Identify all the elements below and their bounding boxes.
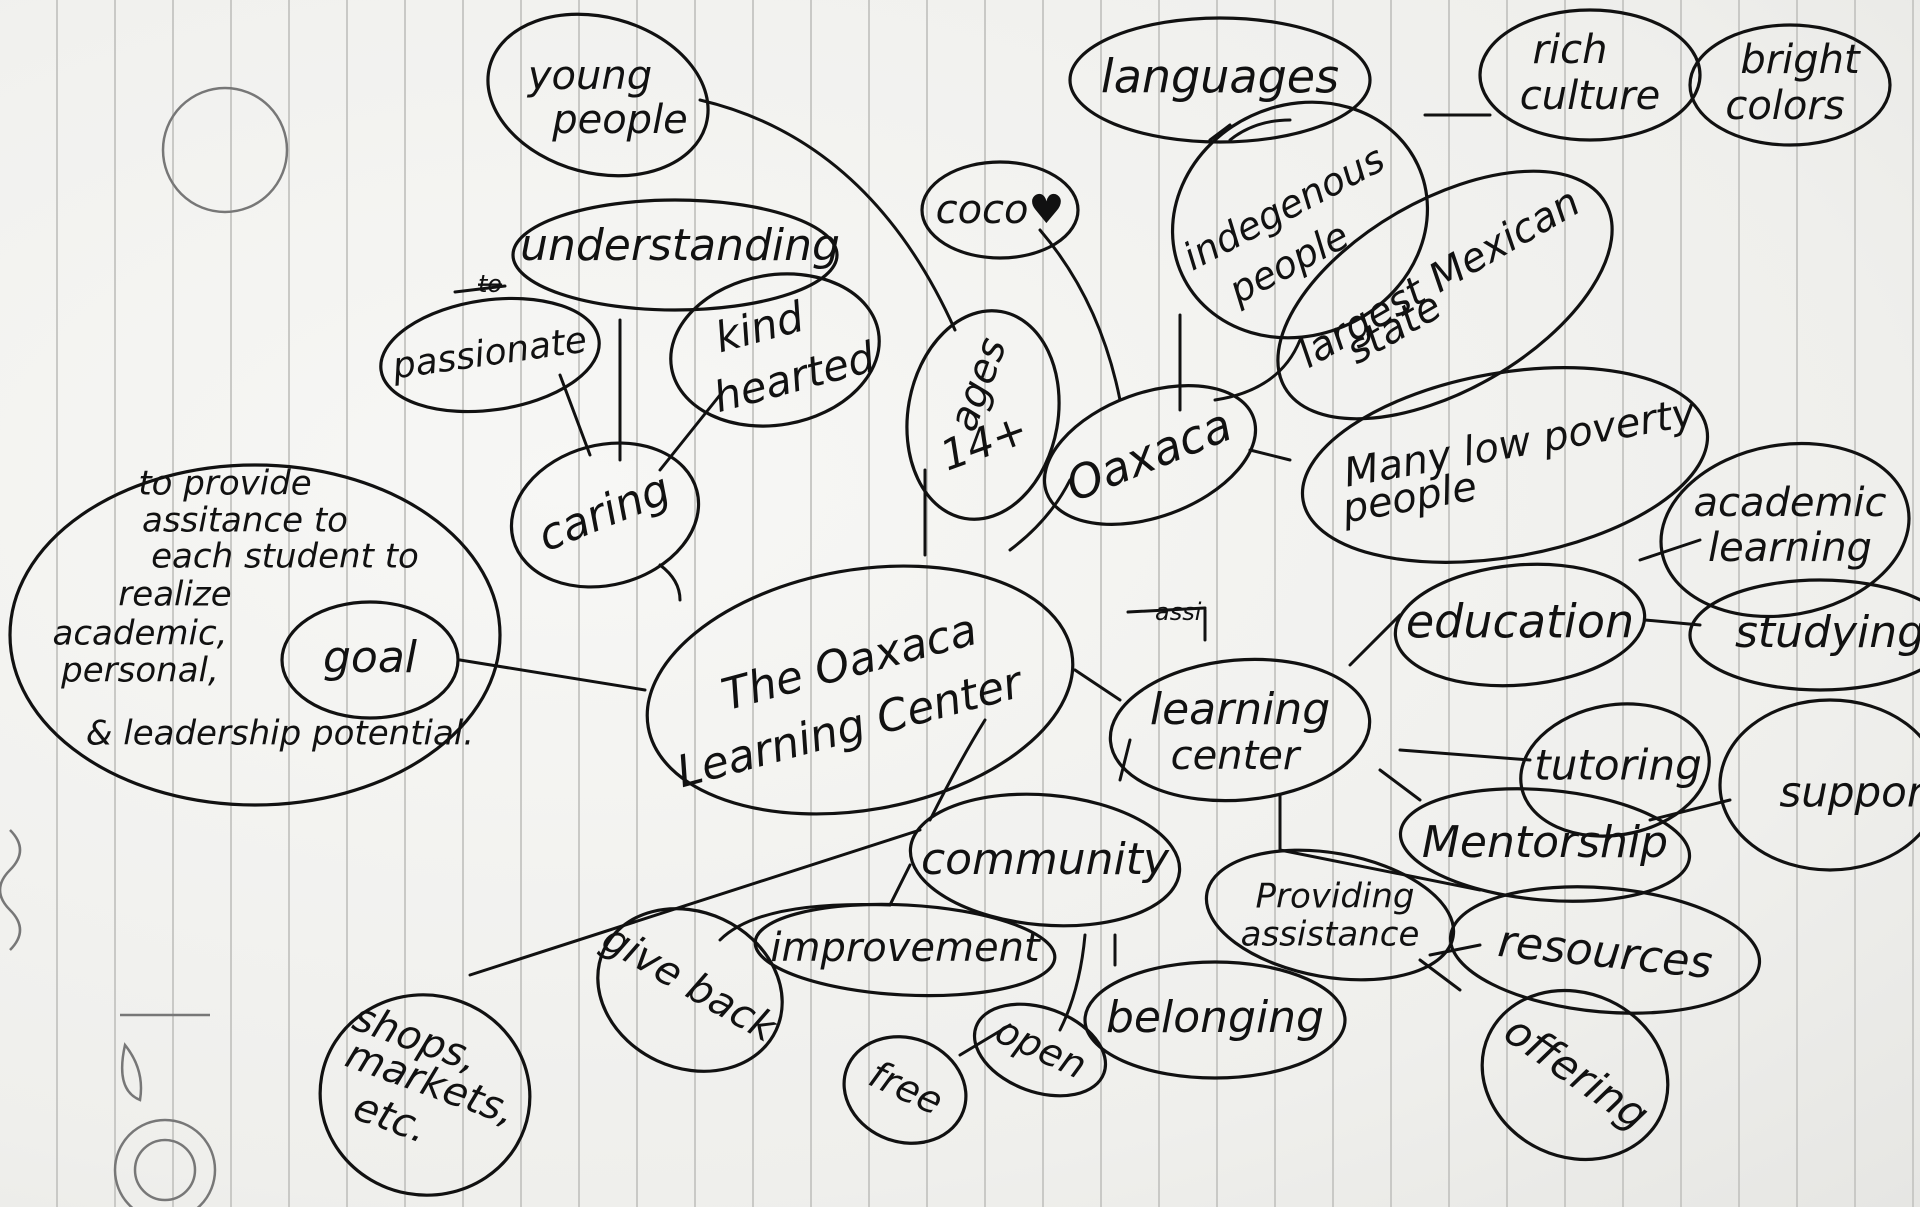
svg-text:resources: resources	[1496, 916, 1715, 989]
svg-text:learning: learning	[1150, 684, 1330, 735]
node-open: open	[972, 1002, 1108, 1098]
node-shops: shops, markets, etc.	[318, 993, 532, 1197]
svg-text:improvement: improvement	[770, 925, 1041, 971]
svg-text:academic,: academic,	[53, 614, 228, 654]
svg-text:assistance: assistance	[1241, 915, 1420, 955]
svg-text:Oaxaca: Oaxaca	[1058, 397, 1239, 512]
svg-text:offering: offering	[1495, 1005, 1657, 1139]
svg-text:& leadership potential.: & leadership potential.	[86, 714, 474, 754]
svg-text:largest Mexican: largest Mexican	[1290, 179, 1588, 377]
svg-text:caring: caring	[531, 463, 677, 562]
node-center[interactable]: The Oaxaca Learning Center	[627, 534, 1092, 845]
svg-text:languages: languages	[1101, 50, 1339, 104]
node-coco: coco♥	[920, 160, 1080, 260]
node-academic-learning: academic learning	[1659, 441, 1911, 619]
node-kind-hearted: kind hearted	[669, 272, 881, 428]
svg-text:center: center	[1171, 733, 1302, 779]
svg-text:to provide: to provide	[138, 464, 311, 504]
scratch-mark-assi: assi	[1155, 598, 1202, 626]
svg-text:people: people	[551, 97, 688, 143]
svg-text:assitance to: assitance to	[142, 501, 348, 541]
node-providing-assistance: Providing assistance	[1204, 848, 1456, 982]
node-caring: caring	[509, 441, 701, 589]
node-belonging: belonging	[1083, 960, 1347, 1080]
svg-text:Mentorship: Mentorship	[1422, 817, 1668, 868]
svg-text:community: community	[921, 834, 1170, 885]
svg-text:realize: realize	[118, 575, 231, 615]
node-education: education	[1393, 562, 1647, 688]
connectors	[458, 98, 1732, 1057]
node-languages: languages	[1068, 16, 1372, 144]
svg-text:each student to: each student to	[151, 537, 419, 577]
svg-text:young: young	[527, 53, 652, 99]
node-support: support	[1718, 698, 1920, 872]
node-mentorship: Mentorship	[1398, 787, 1692, 903]
margin-doodles	[0, 86, 289, 1207]
node-offering: offering	[1480, 988, 1670, 1162]
node-free: free	[842, 1035, 968, 1145]
svg-text:support: support	[1779, 768, 1920, 817]
node-improvement: improvement	[753, 902, 1057, 998]
svg-text:personal,: personal,	[60, 651, 219, 691]
svg-text:coco♥: coco♥	[936, 187, 1065, 233]
node-resources: resources	[1448, 885, 1762, 1015]
node-tutoring: tutoring	[1519, 702, 1711, 838]
node-understanding: understanding	[511, 198, 840, 312]
node-studying: studying	[1688, 578, 1920, 692]
svg-text:tutoring: tutoring	[1534, 741, 1701, 790]
scratch-mark-to: to	[478, 270, 502, 298]
svg-text:learning: learning	[1708, 525, 1872, 571]
node-learning-center: learning center	[1108, 657, 1372, 803]
svg-text:free: free	[862, 1052, 949, 1124]
node-goal-text: to provide assitance to each student to …	[8, 463, 502, 807]
svg-text:rich: rich	[1533, 27, 1608, 73]
svg-text:goal: goal	[323, 632, 418, 683]
svg-text:academic: academic	[1693, 480, 1886, 526]
svg-text:studying: studying	[1735, 607, 1920, 658]
node-oaxaca: Oaxaca	[1042, 384, 1258, 526]
node-community: community	[908, 792, 1182, 928]
svg-text:Providing: Providing	[1255, 877, 1414, 917]
node-young-people: young people	[486, 12, 710, 178]
node-rich-culture: rich culture	[1478, 8, 1702, 142]
svg-text:understanding: understanding	[520, 220, 840, 271]
svg-text:open: open	[989, 1008, 1094, 1088]
svg-text:bright: bright	[1740, 37, 1861, 83]
node-goal: goal	[280, 600, 460, 720]
svg-text:colors: colors	[1725, 83, 1844, 129]
svg-text:culture: culture	[1520, 73, 1661, 119]
node-bright-colors: bright colors	[1688, 23, 1892, 147]
svg-text:belonging: belonging	[1106, 992, 1324, 1043]
svg-text:education: education	[1406, 595, 1634, 649]
